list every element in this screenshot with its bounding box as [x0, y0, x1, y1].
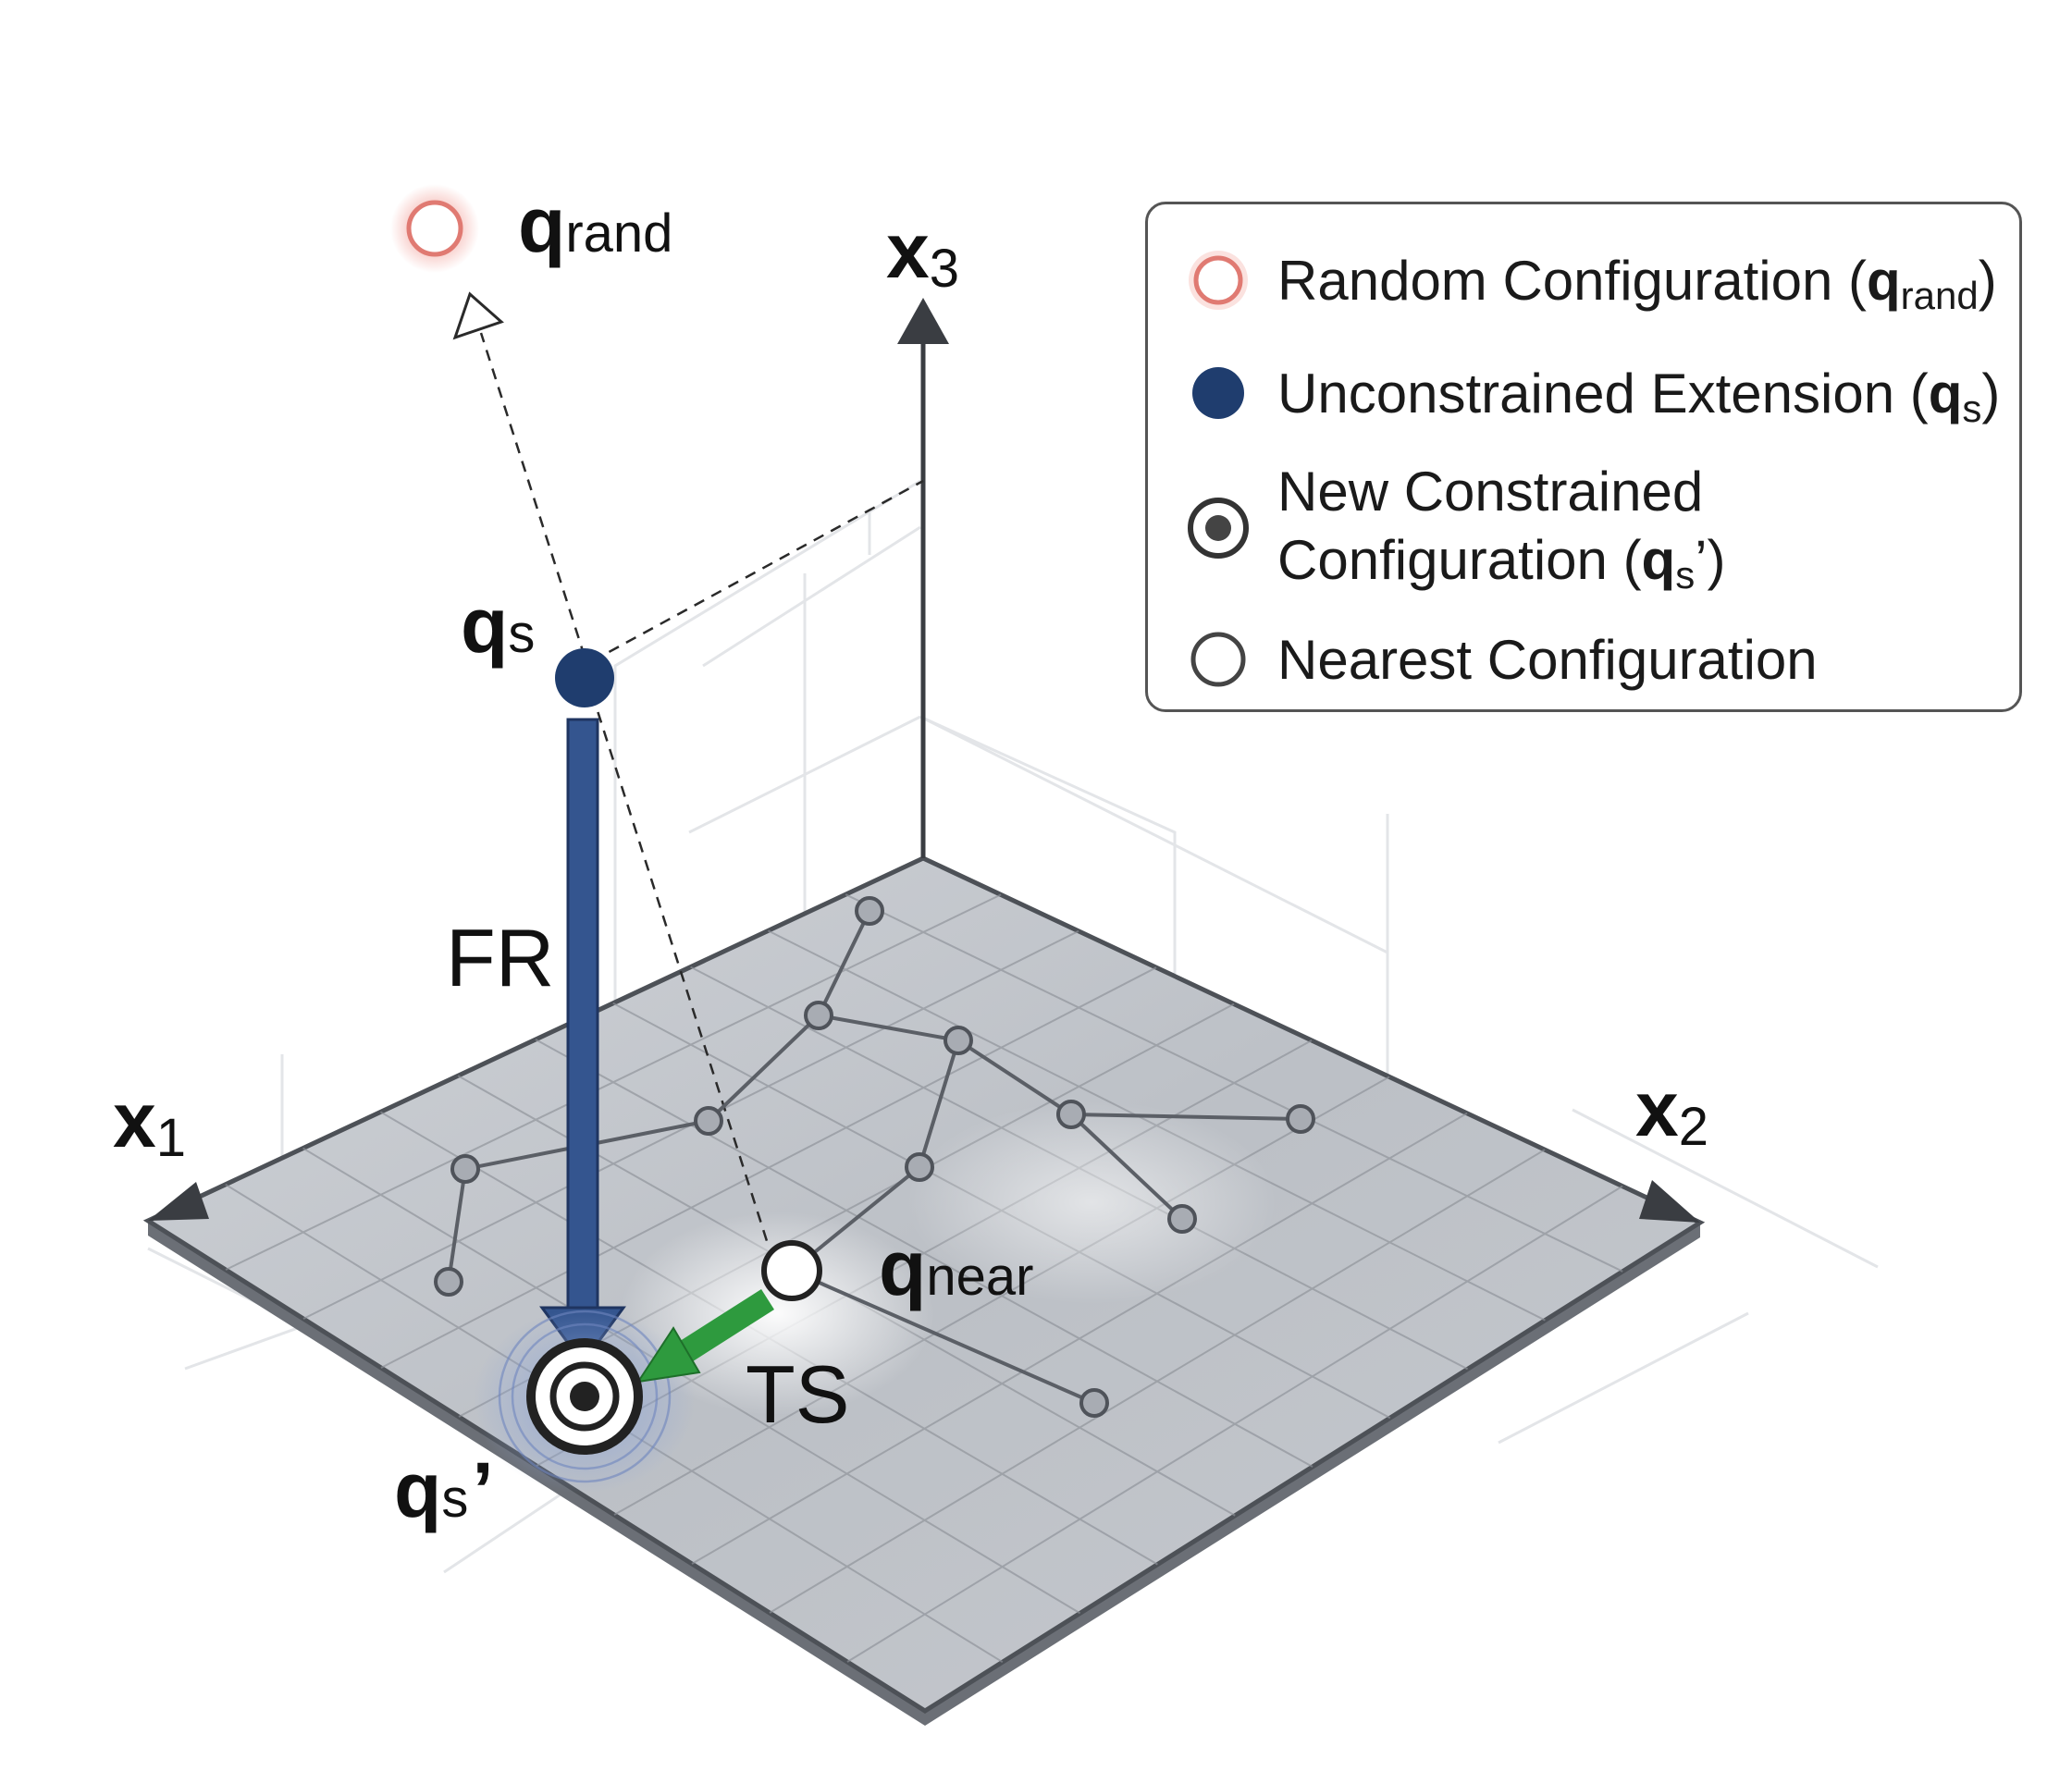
tree-edges: [447, 910, 1301, 1405]
x3-label: x3: [886, 207, 959, 299]
legend-item-nearest-configuration: Nearest Configuration: [1148, 622, 2019, 706]
fr-label: FR: [446, 912, 554, 1003]
random-configuration-icon: [1189, 251, 1248, 310]
legend-item-random-configuration: Random Configuration (qrand): [1148, 243, 2019, 326]
tree-node: [1056, 1100, 1086, 1129]
tree-node: [855, 896, 884, 926]
q-s-prime-label: qs’: [394, 1446, 494, 1533]
q-s-label: qs: [461, 582, 535, 669]
tree-node: [1167, 1204, 1197, 1234]
legend: Random Configuration (qrand) Unconstrain…: [1145, 202, 2022, 712]
dashed-lines: [479, 332, 924, 1245]
unconstrained-extension-icon: [1192, 367, 1244, 419]
ts-label: TS: [746, 1348, 849, 1440]
ts-arrow-shaft: [667, 1289, 774, 1370]
legend-text: Random Configuration (qrand): [1277, 250, 1997, 317]
tree-node: [694, 1106, 723, 1136]
q-rand-node: [406, 200, 463, 257]
qs-to-x3-line: [591, 479, 924, 663]
x1-arrowhead: [148, 1182, 209, 1221]
grid-line: [691, 1112, 1468, 1565]
tree-node: [944, 1026, 973, 1055]
legend-text: Nearest Configuration: [1277, 629, 1818, 691]
nearest-configuration-icon: [1190, 632, 1246, 687]
q-near-label: qnear: [879, 1224, 1033, 1311]
legend-text: Unconstrained Extension (qs): [1277, 363, 2001, 430]
new-constrained-configuration-icon: [1188, 498, 1249, 559]
legend-item-unconstrained-extension: Unconstrained Extension (qs): [1148, 356, 2019, 439]
q-rand-label: qrand: [518, 181, 672, 268]
plane-highlight-2: [906, 1101, 1276, 1304]
ts-arrow-head: [635, 1326, 701, 1384]
x3-arrowhead: [897, 298, 949, 344]
x2-arrowhead: [1639, 1180, 1700, 1223]
grid-line: [845, 893, 1623, 1273]
fr-arrow-shaft: [566, 718, 599, 1313]
x2-label: x2: [1635, 1065, 1708, 1157]
tree-node: [434, 1267, 463, 1297]
tree-nodes: [434, 896, 1315, 1418]
q-near-node: [761, 1240, 822, 1301]
tree-node: [450, 1154, 480, 1184]
tree-node: [905, 1152, 934, 1182]
grid-line: [846, 1185, 1623, 1663]
tree-node: [804, 1001, 833, 1030]
grid-line: [613, 1076, 1390, 1516]
q-s-prime-node: [526, 1338, 643, 1455]
q-s-node: [555, 648, 614, 707]
q-rand-direction-arrowhead: [452, 291, 504, 340]
plane-highlight: [620, 1211, 934, 1415]
x1-label: x1: [113, 1076, 186, 1168]
grid-line: [769, 1149, 1546, 1614]
tree-node: [1079, 1388, 1109, 1418]
qs-prime-ripples: [498, 1310, 672, 1483]
tree-node: [1286, 1104, 1315, 1134]
